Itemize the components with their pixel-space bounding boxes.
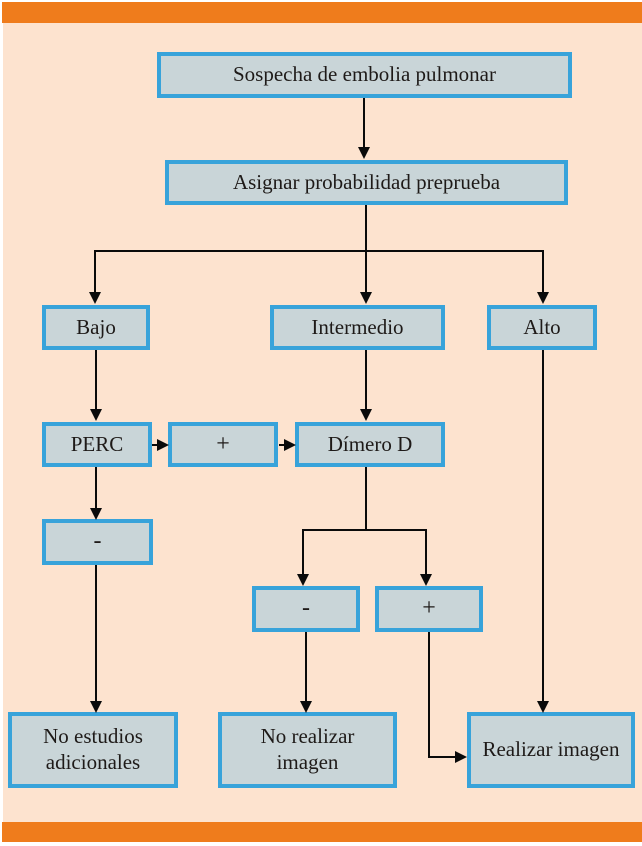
arrowhead-right-icon xyxy=(284,439,296,451)
arrowhead-down-icon xyxy=(90,508,102,520)
connector-negative-no-imagen xyxy=(305,632,307,702)
arrowhead-down-icon xyxy=(420,574,432,586)
node-sospecha-embolia: Sospecha de embolia pulmonar xyxy=(157,52,572,98)
connector-branch-alto xyxy=(542,250,544,293)
arrowhead-down-icon xyxy=(300,701,312,713)
arrowhead-down-icon xyxy=(89,292,101,304)
arrowhead-down-icon xyxy=(90,409,102,421)
connector-positive-dimero xyxy=(279,444,286,446)
connector-sospecha-asignar xyxy=(363,98,365,148)
node-perc-positive: + xyxy=(168,422,278,467)
connector-split-bar xyxy=(302,529,427,531)
connector-branch-intermedio xyxy=(365,250,367,293)
node-alto: Alto xyxy=(487,305,597,350)
connector-negative-no-estudios xyxy=(95,565,97,702)
arrowhead-right-icon xyxy=(455,751,467,763)
node-asignar-probabilidad: Asignar probabilidad preprueba xyxy=(165,160,568,205)
node-bajo: Bajo xyxy=(42,305,150,350)
node-intermedio: Intermedio xyxy=(270,305,445,350)
connector-alto-realizar xyxy=(542,350,544,702)
arrowhead-down-icon xyxy=(360,292,372,304)
connector-perc-negative xyxy=(95,467,97,509)
node-perc: PERC xyxy=(42,422,152,467)
arrowhead-down-icon xyxy=(90,701,102,713)
top-accent-bar xyxy=(2,2,642,23)
arrowhead-down-icon xyxy=(360,409,372,421)
arrowhead-down-icon xyxy=(537,292,549,304)
arrowhead-down-icon xyxy=(358,147,370,159)
node-no-estudios-adicionales: No estudios adicionales xyxy=(8,712,178,788)
node-dimero-positive: + xyxy=(375,586,483,632)
connector-bajo-perc xyxy=(95,350,97,410)
bottom-accent-bar xyxy=(2,822,642,842)
connector-branch-bar xyxy=(94,250,544,252)
connector-positive-elbow-horizontal xyxy=(428,756,456,758)
arrowhead-down-icon xyxy=(297,574,309,586)
node-dimero-d: Dímero D xyxy=(295,422,445,467)
connector-asignar-branch xyxy=(365,205,367,251)
connector-perc-positive xyxy=(152,444,159,446)
node-perc-negative: - xyxy=(42,519,153,565)
arrowhead-right-icon xyxy=(157,439,169,451)
connector-split-negative xyxy=(302,529,304,575)
connector-intermedio-dimero xyxy=(365,350,367,410)
node-no-realizar-imagen: No realizar imagen xyxy=(218,712,397,788)
connector-split-positive xyxy=(425,529,427,575)
node-dimero-negative: - xyxy=(252,586,360,632)
connector-positive-elbow-vertical xyxy=(428,632,430,758)
arrowhead-down-icon xyxy=(537,701,549,713)
connector-branch-bajo xyxy=(94,250,96,293)
connector-dimero-split xyxy=(365,467,367,531)
node-realizar-imagen: Realizar imagen xyxy=(467,712,635,788)
